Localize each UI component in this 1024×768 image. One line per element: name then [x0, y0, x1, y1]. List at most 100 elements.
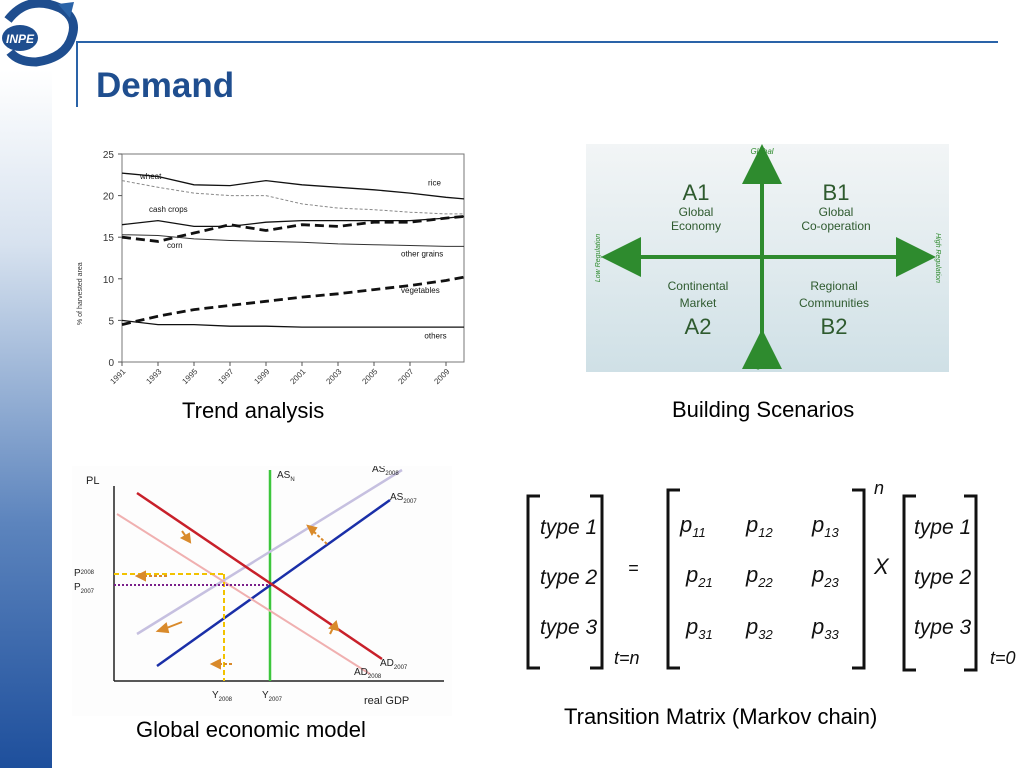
- equals-sign: =: [628, 558, 639, 578]
- matrix-exponent: n: [874, 478, 884, 498]
- quadrant-b2-line1: Regional: [810, 279, 857, 293]
- quadrant-b1-line2: Co-operation: [801, 219, 870, 233]
- p-2007-label: P2007: [74, 582, 95, 595]
- caption-markov: Transition Matrix (Markov chain): [564, 704, 878, 729]
- trend-series-others: [121, 319, 464, 328]
- slide-title: Demand: [96, 66, 235, 105]
- scenarios-axis-left: Low Regulation: [595, 234, 602, 282]
- matrix-cell: p23: [811, 562, 839, 590]
- quadrant-b2-line2: Communities: [799, 296, 869, 310]
- trend-series-label: wheat: [139, 172, 162, 181]
- left-type-1: type 1: [540, 516, 597, 539]
- matrix-cell: p33: [811, 614, 839, 642]
- trend-x-tick-label: 1999: [252, 367, 271, 386]
- trend-x-tick-label: 2007: [396, 367, 415, 386]
- trend-series-cash-crops: [121, 215, 465, 228]
- left-type-2: type 2: [540, 566, 598, 589]
- scenarios-diagram: Global Regional Low Regulation High Regu…: [586, 144, 949, 372]
- as-2008-label: AS2008: [372, 466, 399, 477]
- matrix-bracket-open: [666, 488, 680, 670]
- trend-series-other-grains: [121, 234, 464, 247]
- matrix-cell: p22: [745, 562, 773, 590]
- trend-series-label: corn: [167, 241, 183, 250]
- trend-x-tick-label: 1991: [108, 367, 127, 386]
- ad-2007-line: [136, 491, 383, 661]
- markov-equation: type 1 type 2 type 3 t=n = n X type 1 ty…: [516, 478, 1020, 678]
- trend-series-label: rice: [428, 179, 441, 188]
- right-type-3: type 3: [914, 616, 972, 639]
- trend-x-tick-label: 1997: [216, 367, 235, 386]
- ad-2008-line: [116, 513, 371, 675]
- left-vector-bracket-close: [590, 494, 604, 670]
- trend-series-corn: [121, 215, 465, 243]
- quadrant-a2-code: A2: [685, 314, 712, 339]
- trend-series-label: vegetables: [401, 286, 440, 295]
- inpe-logo: INPE: [0, 0, 90, 72]
- scenarios-axis-right: High Regulation: [934, 233, 941, 283]
- matrix-cell: p32: [745, 614, 773, 642]
- trend-y-tick-label: 5: [108, 316, 114, 327]
- ad-2008-label: AD2008: [354, 667, 382, 680]
- matrix-cell: p11: [679, 512, 706, 540]
- trend-x-tick-label: 1993: [144, 367, 163, 386]
- trend-y-tick-label: 20: [103, 192, 115, 203]
- p-2008-label: P2008: [74, 568, 95, 579]
- quadrant-a1-line1: Global: [679, 205, 714, 219]
- trend-series-rice: [121, 172, 465, 200]
- trend-x-tick-label: 2003: [324, 367, 343, 386]
- markov-svg: type 1 type 2 type 3 t=n = n X type 1 ty…: [526, 478, 1016, 672]
- matrix-cell: p21: [685, 562, 713, 590]
- scenarios-axis-top: Global: [750, 147, 773, 156]
- left-vector-bracket-open: [526, 494, 540, 670]
- as-n-label: ASN: [277, 470, 295, 483]
- left-time-label: t=n: [614, 648, 640, 668]
- right-time-label: t=0: [990, 648, 1016, 668]
- header-vertical-rule: [76, 41, 78, 107]
- header-rule: [78, 41, 998, 43]
- y-2007-label: Y2007: [262, 690, 283, 703]
- trend-series-label: other grains: [401, 249, 443, 258]
- econ-x-axis-label: real GDP: [364, 695, 409, 707]
- trend-series-label: others: [424, 332, 446, 341]
- as-2007-line: [156, 498, 391, 668]
- caption-scenarios: Building Scenarios: [672, 397, 855, 422]
- trend-ylabel: % of harvested area: [77, 262, 84, 325]
- y-2008-label: Y2008: [212, 690, 233, 703]
- logo-text: INPE: [6, 32, 35, 46]
- trend-y-tick-label: 25: [103, 150, 115, 161]
- left-type-3: type 3: [540, 616, 598, 639]
- matrix-cell: p31: [685, 614, 713, 642]
- trend-x-tick-label: 2009: [432, 367, 451, 386]
- matrix-cell: p12: [745, 512, 773, 540]
- trend-plot-frame: [121, 153, 465, 363]
- matrix-cell: p13: [811, 512, 839, 540]
- caption-economic: Global economic model: [136, 717, 366, 742]
- quadrant-b2-code: B2: [821, 314, 848, 339]
- trend-chart: % of harvested area 0 5 10 15 20 25 1991 1993 19…: [72, 140, 472, 400]
- shift-arrows: [134, 524, 340, 670]
- trend-y-tick-label: 15: [103, 233, 115, 244]
- right-type-2: type 2: [914, 566, 972, 589]
- trend-series-wheat: [121, 180, 464, 215]
- economic-model: PL real GDP ASN AS2008 AS2007 AD2007 AD2…: [72, 464, 452, 716]
- as-2007-label: AS2007: [390, 492, 417, 505]
- scenarios-svg: Global Regional Low Regulation High Regu…: [595, 144, 941, 370]
- ad-2007-label: AD2007: [380, 658, 408, 671]
- quadrant-a1-line2: Economy: [671, 219, 721, 233]
- quadrant-b1-code: B1: [823, 180, 850, 205]
- matrix-bracket-close: [852, 488, 866, 670]
- economic-model-svg: PL real GDP ASN AS2008 AS2007 AD2007 AD2…: [74, 464, 444, 707]
- quadrant-a2-line2: Market: [680, 296, 717, 310]
- right-vector-bracket-close: [964, 494, 978, 672]
- trend-y-tick-label: 10: [103, 275, 115, 286]
- quadrant-a2-line1: Continental: [668, 279, 729, 293]
- side-gradient-bar: [0, 70, 52, 768]
- trend-y-tick-label: 0: [108, 358, 114, 369]
- econ-y-axis-label: PL: [86, 475, 99, 487]
- scenarios-axis-bottom: Regional: [746, 361, 778, 370]
- trend-chart-svg: % of harvested area 0 5 10 15 20 25 1991 1993 19…: [77, 150, 465, 386]
- trend-series-label: cash crops: [149, 205, 188, 214]
- trend-x-tick-label: 1995: [180, 367, 199, 386]
- right-vector-bracket-open: [902, 494, 916, 672]
- trend-x-tick-label: 2001: [288, 367, 307, 386]
